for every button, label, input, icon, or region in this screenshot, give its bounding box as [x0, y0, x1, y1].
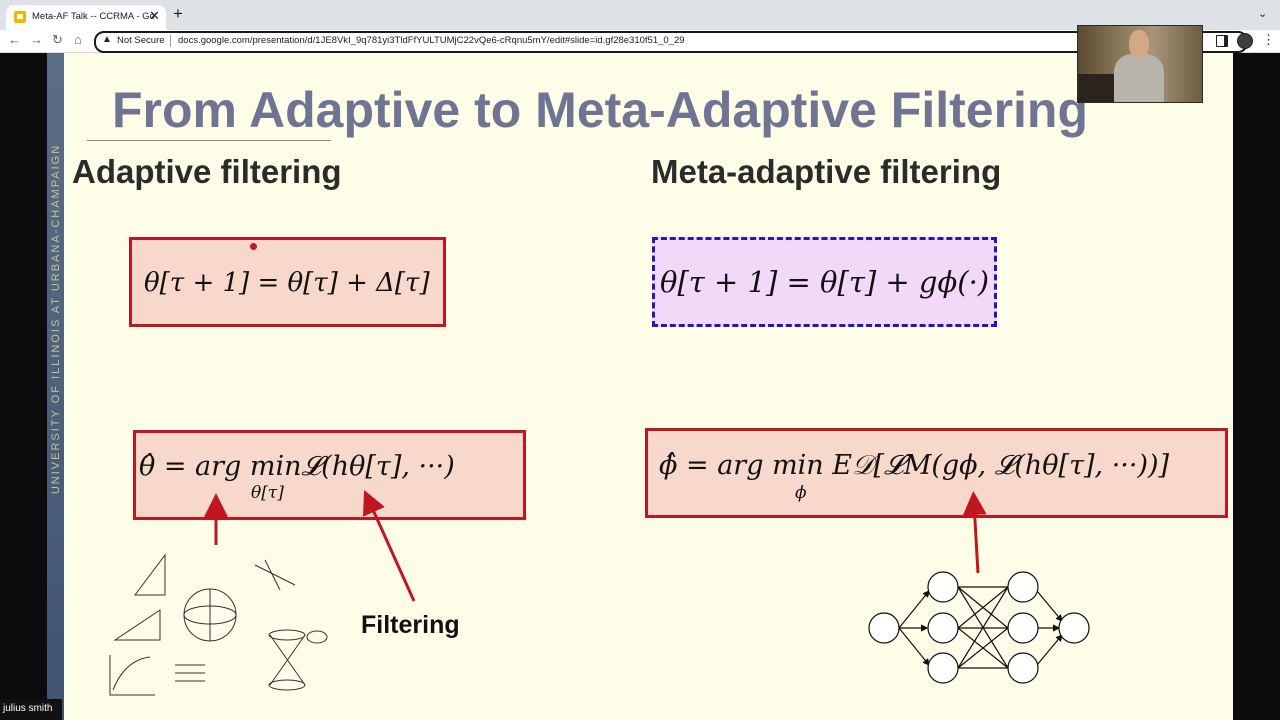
- menu-icon[interactable]: ⋮: [1262, 32, 1275, 47]
- neural-network-diagram: [868, 571, 1090, 684]
- slide-title: From Adaptive to Meta-Adaptive Filtering: [112, 82, 1089, 138]
- filtering-label: Filtering: [361, 611, 460, 639]
- math-doodles-illustration: [105, 545, 331, 703]
- speaker-desk: [1078, 74, 1118, 102]
- meta-objective-equation-box: ϕ̂ = arg min E𝒟[𝓛M(gϕ, 𝓛(hθ[τ], ···))] ϕ: [645, 428, 1228, 518]
- address-bar[interactable]: ▲ Not Secure docs.google.com/presentatio…: [94, 31, 1248, 53]
- meta-objective-subscript: ϕ: [795, 483, 807, 503]
- arrow-filtering-to-model: [362, 490, 416, 602]
- tab-bar: Meta-AF Talk -- CCRMA - Go ✕ + ⌄: [0, 0, 1280, 30]
- participant-name: julius smith: [3, 703, 53, 714]
- heading-meta-adaptive-filtering: Meta-adaptive filtering: [651, 153, 1002, 190]
- laser-pointer: [250, 243, 257, 250]
- math-doodles-drawing: [109, 553, 328, 696]
- heading-adaptive-filtering: Adaptive filtering: [72, 153, 342, 190]
- tab-title: Meta-AF Talk -- CCRMA - Go: [32, 11, 155, 22]
- browser-toolbar: ← → ↻ ⌂ ▲ Not Secure docs.google.com/pre…: [0, 30, 1280, 53]
- meta-update-equation-box: θ[τ + 1] = θ[τ] + gϕ(·): [652, 237, 997, 327]
- university-banner: [47, 53, 64, 720]
- arrow-network-to-meta: [962, 491, 987, 574]
- adaptive-update-equation: θ[τ + 1] = θ[τ] + Δ[τ]: [144, 268, 430, 298]
- meta-update-equation: θ[τ + 1] = θ[τ] + gϕ(·): [660, 265, 990, 299]
- adaptive-update-equation-box: θ[τ + 1] = θ[τ] + Δ[τ]: [129, 237, 446, 327]
- side-panel-icon[interactable]: [1216, 35, 1228, 47]
- meta-objective-equation: ϕ̂ = arg min E𝒟[𝓛M(gϕ, 𝓛(hθ[τ], ···))]: [659, 450, 1170, 481]
- slide: UNIVERSITY OF ILLINOIS AT URBANA-CHAMPAI…: [47, 53, 1233, 720]
- title-underline: [87, 140, 331, 141]
- tab-close-icon[interactable]: ✕: [149, 8, 160, 23]
- speaker-body: [1114, 54, 1164, 102]
- reload-icon[interactable]: ↻: [52, 32, 63, 47]
- security-label[interactable]: Not Secure: [117, 35, 165, 46]
- presentation-stage: UNIVERSITY OF ILLINOIS AT URBANA-CHAMPAI…: [0, 53, 1280, 720]
- home-icon[interactable]: ⌂: [74, 32, 82, 47]
- adaptive-objective-equation-box: θ̂ = arg min𝓛(hθ[τ], ···) θ[τ]: [133, 430, 526, 520]
- back-icon[interactable]: ←: [8, 32, 21, 47]
- forward-icon[interactable]: →: [30, 32, 43, 47]
- adaptive-objective-subscript: θ[τ]: [251, 483, 284, 503]
- new-tab-button[interactable]: +: [173, 4, 183, 23]
- url-text[interactable]: docs.google.com/presentation/d/1JE8VkI_9…: [178, 35, 685, 46]
- warning-icon[interactable]: ▲: [102, 34, 112, 45]
- address-bar-divider: [170, 35, 171, 47]
- adaptive-objective-equation: θ̂ = arg min𝓛(hθ[τ], ···): [139, 451, 455, 482]
- tab-search-chevron-icon[interactable]: ⌄: [1258, 8, 1268, 20]
- google-slides-favicon-icon: [14, 11, 26, 23]
- profile-icon[interactable]: [1237, 33, 1253, 49]
- browser-tab[interactable]: Meta-AF Talk -- CCRMA - Go ✕: [6, 5, 166, 30]
- participant-name-tag: julius smith: [0, 699, 62, 720]
- diagram-overlay: [204, 490, 1090, 684]
- speaker-head: [1129, 30, 1149, 58]
- speaker-webcam-video[interactable]: [1077, 25, 1203, 103]
